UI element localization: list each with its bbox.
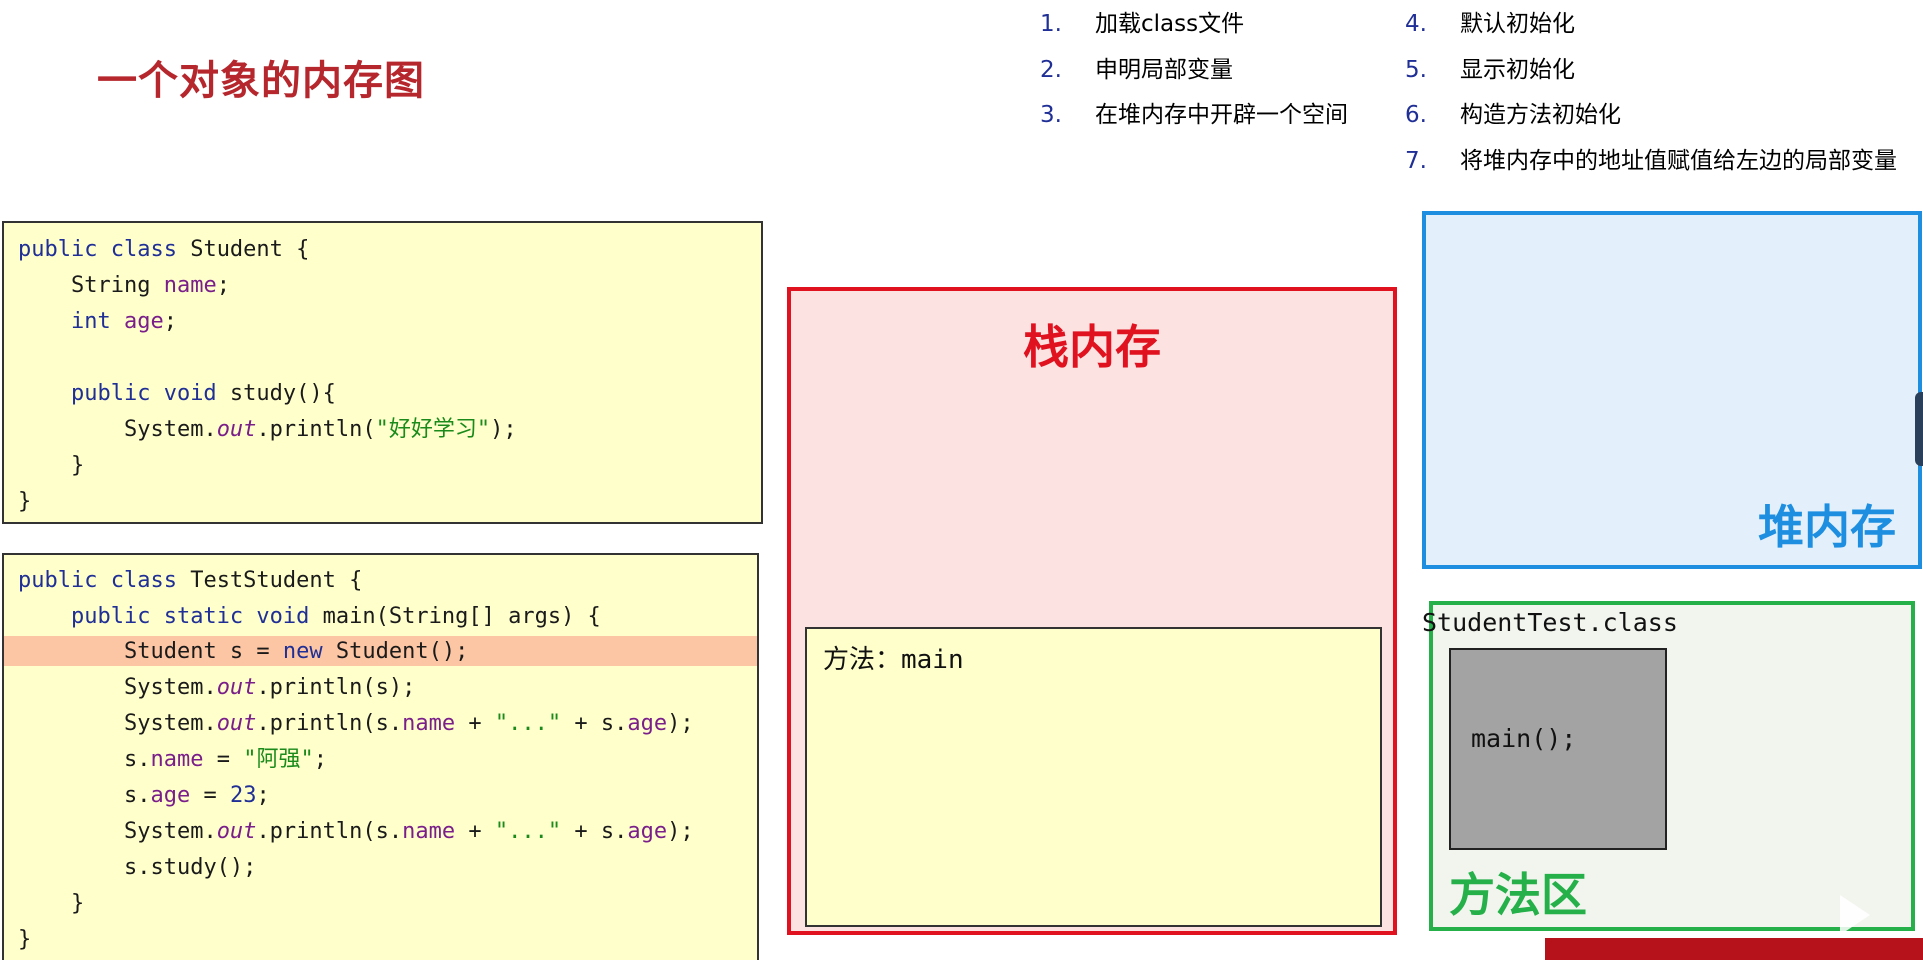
current-line-highlight bbox=[4, 636, 757, 666]
code-line: s.name = "阿强"; bbox=[123, 747, 327, 772]
method-area-title: 方法区 bbox=[1449, 868, 1587, 922]
step-text: 默认初始化 bbox=[1460, 11, 1575, 37]
student-class-code: public class Student { String name; int … bbox=[2, 221, 763, 524]
main-method-box: main(); bbox=[1449, 648, 1667, 850]
code-line: } bbox=[70, 453, 85, 478]
step-number: 5. bbox=[1405, 57, 1427, 83]
side-scroll-handle[interactable] bbox=[1915, 392, 1923, 466]
code-line: public void study(){ bbox=[70, 381, 336, 406]
method-area: 方法区 bbox=[1429, 601, 1915, 931]
step-number: 4. bbox=[1405, 11, 1427, 37]
step-number: 6. bbox=[1405, 102, 1427, 128]
step-item: 5. 显示初始化 bbox=[1405, 50, 1575, 84]
frame-label: 方法：main bbox=[823, 645, 964, 675]
step-item: 1. 加载class文件 bbox=[1040, 4, 1244, 38]
code-line: s.age = 23; bbox=[123, 783, 270, 808]
step-text: 将堆内存中的地址值赋值给左边的局部变量 bbox=[1460, 148, 1897, 174]
step-number: 3. bbox=[1040, 102, 1062, 128]
code-line: public static void main(String[] args) { bbox=[70, 604, 601, 629]
main-method-label: main(); bbox=[1471, 724, 1577, 753]
step-text: 加载class文件 bbox=[1095, 11, 1245, 37]
step-number: 2. bbox=[1040, 57, 1062, 83]
step-text: 申明局部变量 bbox=[1095, 57, 1233, 83]
step-text: 显示初始化 bbox=[1460, 57, 1575, 83]
code-line: System.out.println("好好学习"); bbox=[123, 417, 517, 442]
step-number: 1. bbox=[1040, 11, 1062, 37]
code-line: System.out.println(s.name + "..." + s.ag… bbox=[123, 819, 694, 844]
code-line: public class Student { bbox=[18, 237, 310, 262]
code-line: } bbox=[18, 927, 32, 952]
heap-memory: 堆内存 bbox=[1422, 211, 1922, 569]
step-item: 6. 构造方法初始化 bbox=[1405, 95, 1621, 129]
test-student-code: public class TestStudent { public static… bbox=[2, 553, 759, 960]
step-item: 4. 默认初始化 bbox=[1405, 4, 1575, 38]
stack-memory: 栈内存 方法：main bbox=[787, 287, 1397, 935]
step-item: 2. 申明局部变量 bbox=[1040, 50, 1233, 84]
step-text: 构造方法初始化 bbox=[1460, 102, 1621, 128]
step-item: 3. 在堆内存中开辟一个空间 bbox=[1040, 95, 1348, 129]
stack-title: 栈内存 bbox=[1023, 320, 1161, 374]
code-line: System.out.println(s.name + "..." + s.ag… bbox=[123, 711, 694, 736]
step-number: 7. bbox=[1405, 148, 1427, 174]
code-line-highlighted: Student s = new Student(); bbox=[123, 639, 469, 664]
step-item: 7. 将堆内存中的地址值赋值给左边的局部变量 bbox=[1405, 141, 1897, 175]
main-stack-frame: 方法：main bbox=[805, 627, 1382, 927]
code-line: System.out.println(s); bbox=[123, 675, 416, 700]
bottom-banner bbox=[1545, 938, 1923, 960]
heap-title: 堆内存 bbox=[1758, 500, 1896, 554]
play-icon[interactable] bbox=[1840, 895, 1870, 935]
code-line: public class TestStudent { bbox=[18, 568, 363, 593]
code-line: } bbox=[18, 489, 32, 514]
step-text: 在堆内存中开辟一个空间 bbox=[1095, 102, 1348, 128]
code-line: s.study(); bbox=[123, 855, 257, 880]
slide-title: 一个对象的内存图 bbox=[97, 58, 425, 104]
class-file-label: StudentTest.class bbox=[1422, 608, 1678, 637]
code-line: String name; bbox=[70, 273, 230, 298]
code-line: } bbox=[70, 891, 85, 916]
code-line: int age; bbox=[70, 309, 177, 334]
